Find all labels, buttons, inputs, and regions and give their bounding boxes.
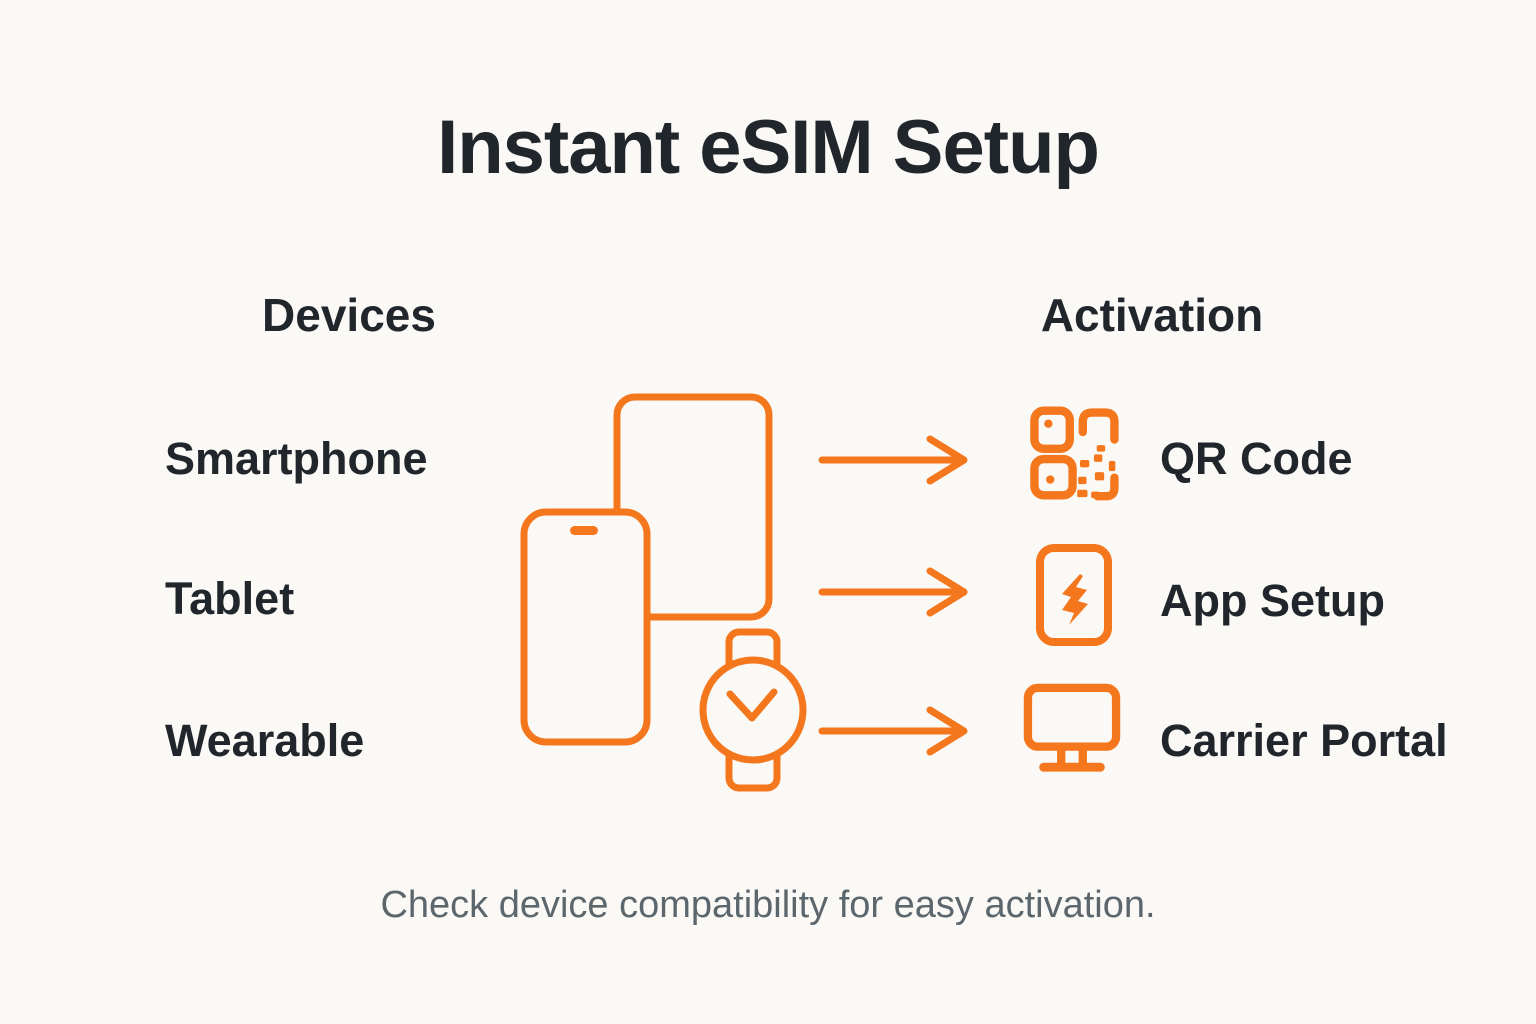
qr-code-icon [1030,406,1119,501]
activation-label-carrier-portal: Carrier Portal [1160,715,1448,766]
footer-note: Check device compatibility for easy acti… [380,884,1156,926]
watch-hands-chevron [726,688,778,722]
watch-face [699,656,807,764]
device-label-wearable: Wearable [165,715,365,766]
smartphone-icon [520,508,651,746]
arrow-right-icon [818,706,968,756]
devices-column-header: Devices [262,289,436,341]
activation-label-app-setup: App Setup [1160,575,1385,626]
device-cluster-illustration [520,393,807,792]
carrier-portal-icon [1023,683,1121,772]
phone-speaker-notch [570,526,598,535]
device-label-tablet: Tablet [165,573,295,624]
activation-column-header: Activation [1040,289,1264,341]
bolt-glyph [1062,574,1088,625]
tablet-icon [613,393,773,621]
activation-label-qr-code: QR Code [1160,433,1353,484]
page-title: Instant eSIM Setup [437,105,1100,190]
device-label-smartphone: Smartphone [165,433,428,484]
app-setup-icon [1036,544,1112,646]
arrow-right-icon [818,567,968,617]
arrow-right-icon [818,435,968,485]
smartwatch-icon [699,628,807,792]
